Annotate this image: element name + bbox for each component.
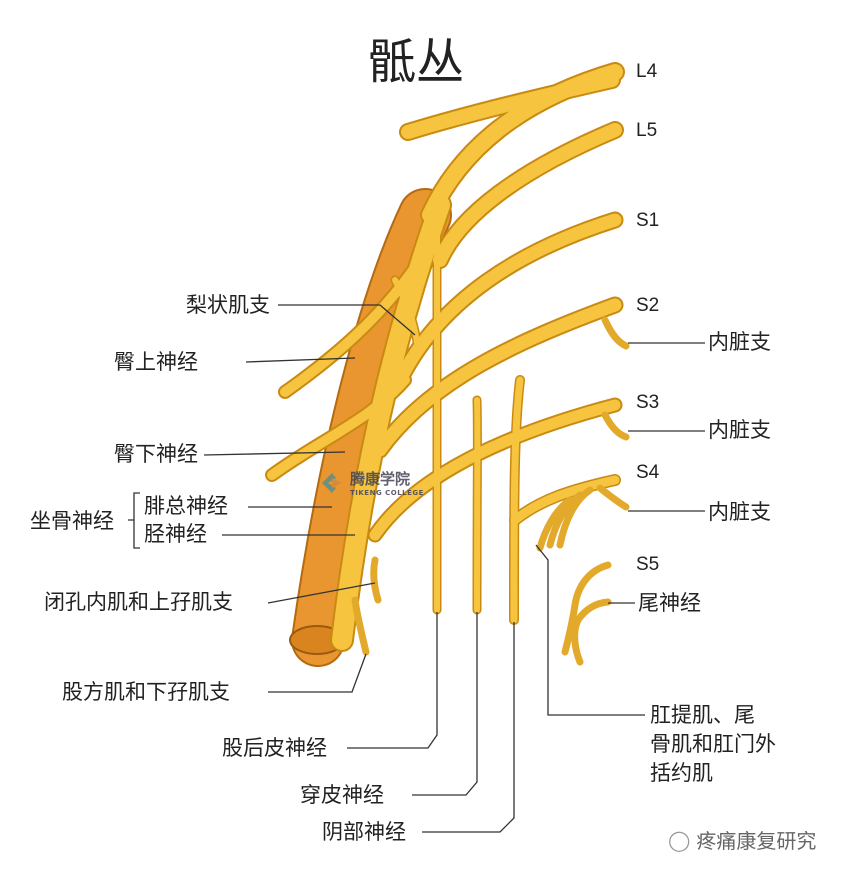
college-logo: 腾康学院 TIKENG COLLEGE <box>318 468 424 497</box>
label-superior-gluteal: 臀上神经 <box>114 350 198 374</box>
lumbosacral-trunk <box>401 73 619 139</box>
root-label-s5: S5 <box>636 554 660 575</box>
nerve-root-s2 <box>373 298 622 457</box>
label-perforating-cutaneous: 穿皮神经 <box>300 783 384 807</box>
root-label-l4: L4 <box>636 61 658 82</box>
label-pudendal: 阴部神经 <box>322 820 406 844</box>
watermark-text: 疼痛康复研究 <box>696 829 817 853</box>
pudendal-nerve <box>510 376 524 624</box>
root-label-s1: S1 <box>636 210 660 231</box>
root-label-l5: L5 <box>636 120 658 141</box>
label-piriformis-branch: 梨状肌支 <box>186 293 270 317</box>
diagram-title: 骶丛 <box>368 34 465 90</box>
nerves <box>267 64 623 650</box>
label-tibial: 胫神经 <box>144 522 207 546</box>
logo-icon <box>322 472 342 493</box>
nerve-root-s4 <box>510 475 620 525</box>
nerve-root-l5 <box>433 123 622 267</box>
logo-chinese-name: 腾康学院 <box>350 470 411 488</box>
wechat-icon: ◯ <box>668 827 691 852</box>
small-branches <box>351 316 630 666</box>
superior-gluteal-nerve <box>280 255 425 397</box>
sciatic-nerve-trunk <box>289 188 452 667</box>
label-coccygeal: 尾神经 <box>638 591 701 615</box>
label-posterior-femoral-cutaneous: 股后皮神经 <box>222 736 327 760</box>
label-visceral-branch-3: 内脏支 <box>708 500 771 524</box>
label-sciatic: 坐骨神经 <box>30 509 114 533</box>
label-quadratus-femoris: 股方肌和下孖肌支 <box>62 680 230 704</box>
watermark: ◯ 疼痛康复研究 <box>668 825 816 854</box>
inferior-gluteal-nerve <box>267 375 410 480</box>
label-visceral-branch-2: 内脏支 <box>708 418 771 442</box>
label-levator-line3: 括约肌 <box>650 761 713 785</box>
label-obturator-internus: 闭孔内肌和上孖肌支 <box>44 590 233 614</box>
root-label-s4: S4 <box>636 462 660 483</box>
logo-english-name: TIKENG COLLEGE <box>350 489 424 497</box>
label-common-peroneal: 腓总神经 <box>144 494 228 518</box>
piriformis-branch <box>392 277 421 353</box>
label-levator-line1: 肛提肌、尾 <box>650 703 755 727</box>
label-inferior-gluteal: 臀下神经 <box>114 442 198 466</box>
root-label-s3: S3 <box>636 392 660 413</box>
label-levator-line2: 骨肌和肛门外 <box>650 732 776 756</box>
root-label-s2: S2 <box>636 295 660 316</box>
label-visceral-branch-1: 内脏支 <box>708 330 771 354</box>
leader-lines <box>128 304 705 833</box>
